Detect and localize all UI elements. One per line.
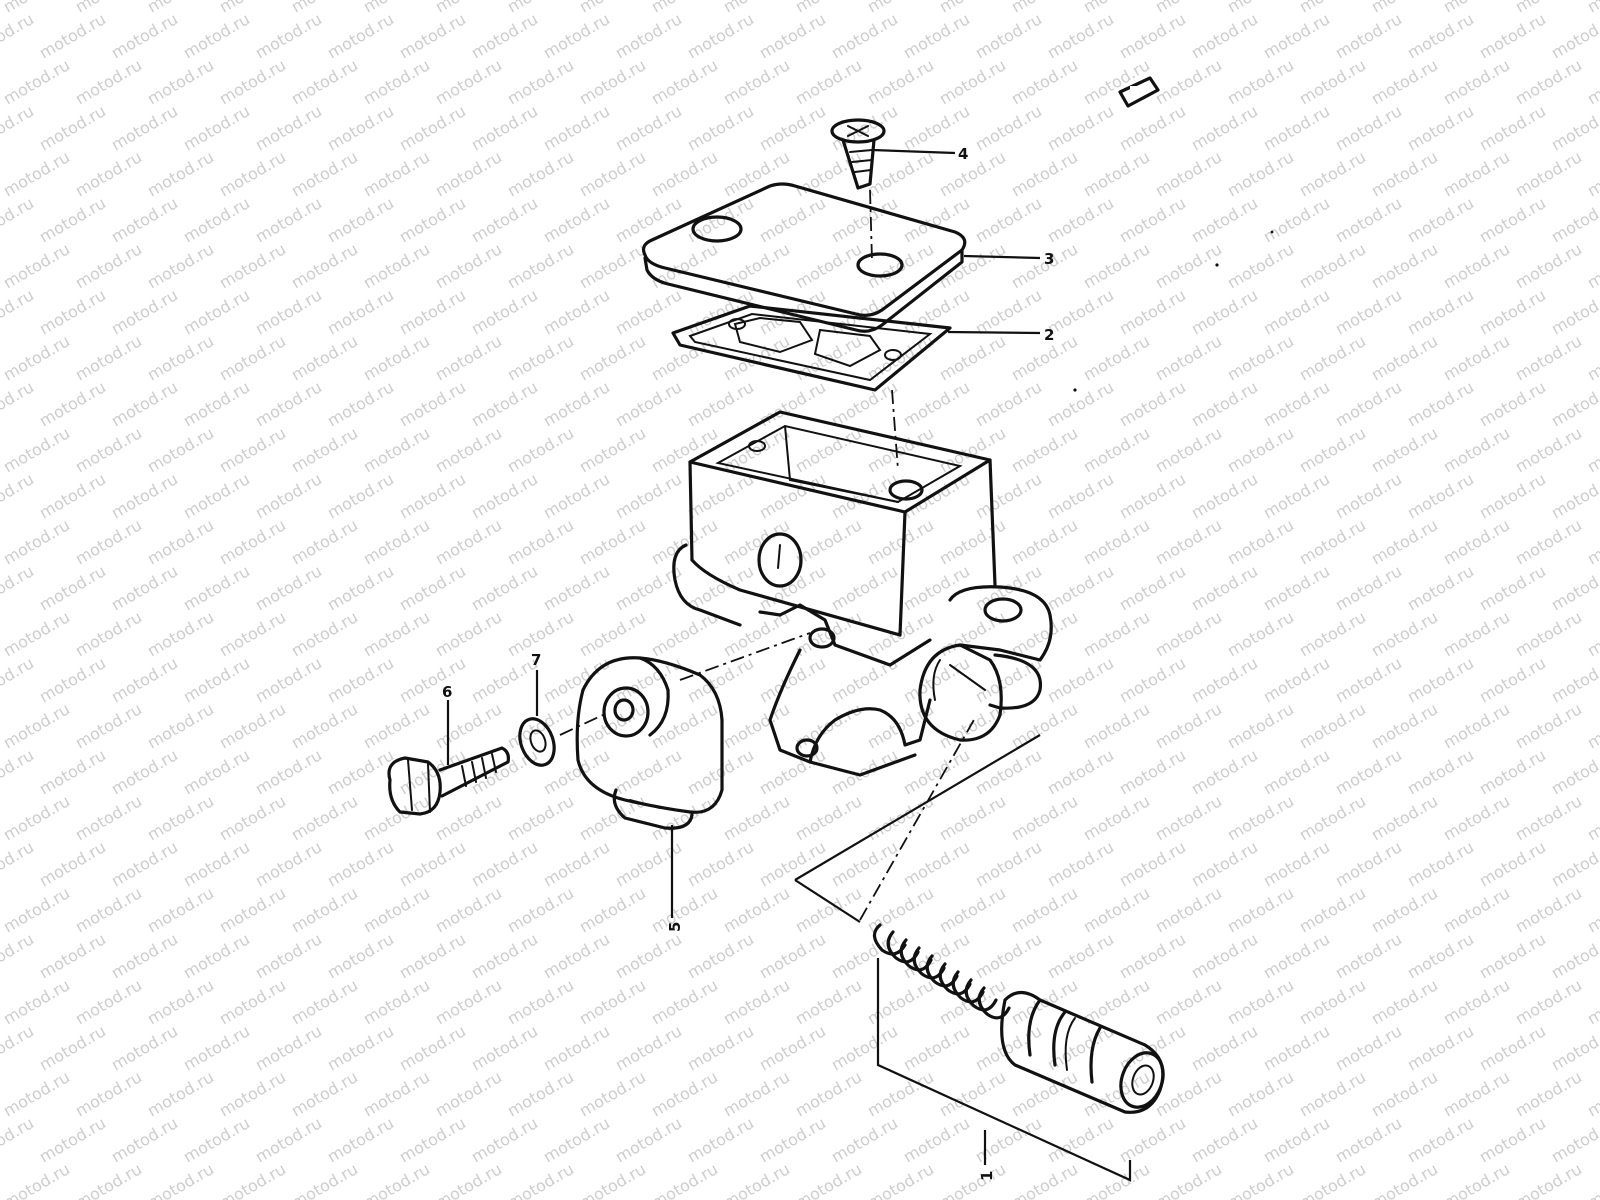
speck bbox=[1270, 230, 1274, 234]
part-3-reservoir-cap bbox=[641, 182, 967, 333]
master-cylinder-body bbox=[672, 410, 1053, 777]
alignment-line-washer bbox=[559, 713, 606, 736]
part-4-screw bbox=[830, 118, 886, 190]
assembly-bracket-left bbox=[794, 879, 861, 923]
leader-1-bracket bbox=[876, 958, 1132, 1182]
alignment-line-piston bbox=[859, 717, 976, 921]
part-1-piston-kit bbox=[872, 923, 1165, 1114]
callout-label-6: 6 bbox=[442, 683, 452, 701]
callout-label-3: 3 bbox=[1044, 250, 1054, 268]
assembly-bracket-top bbox=[794, 734, 1041, 881]
callout-label-7: 7 bbox=[531, 651, 541, 669]
speck bbox=[1215, 263, 1219, 267]
callout-label-2: 2 bbox=[1044, 326, 1054, 344]
speck bbox=[1073, 388, 1077, 392]
spring bbox=[872, 923, 1011, 1020]
corner-mark-icon bbox=[1118, 76, 1160, 108]
callout-label-1: 1 bbox=[978, 1171, 996, 1181]
leader-4 bbox=[871, 148, 956, 155]
alignment-line-screw bbox=[869, 189, 873, 261]
part-2-diaphragm-plate bbox=[671, 304, 952, 392]
alignment-line-plate bbox=[891, 389, 899, 471]
leader-3 bbox=[963, 254, 1041, 260]
part-6-bolt bbox=[387, 746, 510, 816]
part-7-washer bbox=[518, 717, 556, 767]
part-5-handlebar-clamp bbox=[575, 656, 724, 830]
callout-label-4: 4 bbox=[958, 145, 968, 163]
leader-2 bbox=[947, 330, 1041, 335]
callout-label-5: 5 bbox=[666, 922, 684, 932]
alignment-line-clamp bbox=[679, 632, 811, 681]
